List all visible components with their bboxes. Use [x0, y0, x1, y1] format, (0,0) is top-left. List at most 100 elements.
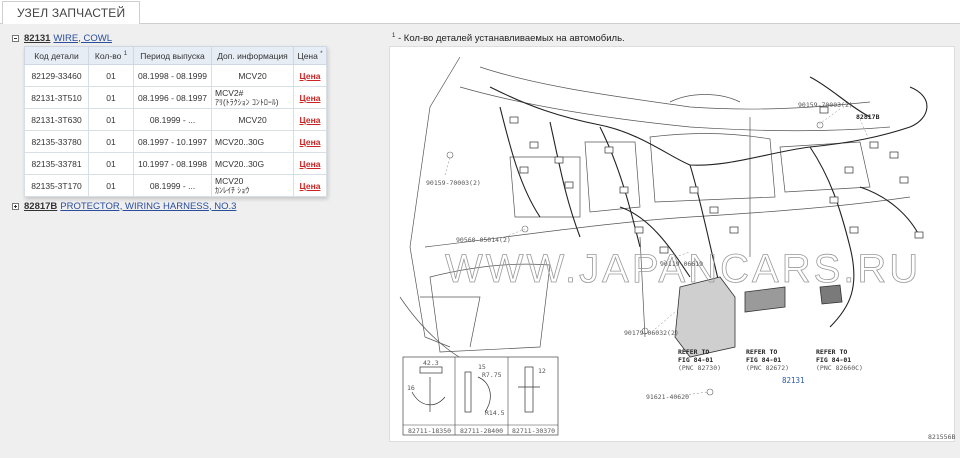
- junction-block: [674, 276, 843, 358]
- inset-dim: 15: [478, 363, 486, 371]
- part-info-note: ｶﾝﾚｲﾁ ｼｮｳ: [215, 185, 250, 195]
- part-period: 08.1997 - 10.1997: [133, 130, 212, 153]
- price-cell: Цена: [293, 152, 327, 175]
- callout-90159-70003-top[interactable]: 90159-70003(2): [798, 101, 853, 109]
- part-period: 08.1998 - 08.1999: [133, 64, 212, 87]
- part-period: 08.1999 - ...: [133, 108, 212, 131]
- part-period: 10.1997 - 08.1998: [133, 152, 212, 175]
- refer-label: REFER TO: [816, 348, 847, 356]
- col-price: Цена *: [293, 46, 327, 65]
- part-info: MCV20: [211, 64, 294, 87]
- price-link[interactable]: Цена: [299, 70, 321, 81]
- group-code[interactable]: 82817B: [24, 200, 58, 212]
- part-period: 08.1996 - 08.1997: [133, 86, 212, 109]
- part-code: 82135-3T170: [24, 174, 89, 197]
- clip-inset: 42.3 16 15 R7.75 R14.5 12 82711-18350 82…: [402, 356, 559, 436]
- col-period: Период выпуска: [133, 46, 212, 65]
- refer-label: REFER TO: [746, 348, 777, 356]
- parts-diagram[interactable]: WWW.JAPANCARS.RU 90159-70003(2) 82817B 9…: [389, 46, 955, 442]
- callout-90179-06032[interactable]: 90179-06032(2): [624, 329, 679, 337]
- refer-label: REFER TO: [678, 348, 709, 356]
- part-qty: 01: [88, 130, 134, 153]
- refer-fig: FIG 84-01: [678, 356, 713, 364]
- callout-82131[interactable]: 82131: [782, 376, 805, 385]
- wiring-harness: [489, 76, 928, 328]
- part-qty: 01: [88, 174, 134, 197]
- connector-blocks: [509, 106, 924, 254]
- figure-id: 821556B: [928, 433, 955, 441]
- price-link[interactable]: Цена: [299, 92, 321, 103]
- part-info-note: ｱﾘ(ﾄﾗｸｼｮﾝ ｺﾝﾄﾛｰﾙ): [215, 97, 279, 107]
- price-link[interactable]: Цена: [299, 180, 321, 191]
- inset-dim: R14.5: [485, 409, 505, 417]
- part-qty: 01: [88, 64, 134, 87]
- callout-90159-70003-left[interactable]: 90159-70003(2): [426, 179, 481, 187]
- part-code: 82129-33460: [24, 64, 89, 87]
- price-link[interactable]: Цена: [299, 114, 321, 125]
- price-link[interactable]: Цена: [299, 158, 321, 169]
- part-qty: 01: [88, 86, 134, 109]
- callout-82817b[interactable]: 82817B: [856, 113, 880, 121]
- watermark: WWW.JAPANCARS.RU: [445, 247, 921, 291]
- group-row-82131[interactable]: 82131 WIRE, COWL: [12, 32, 392, 44]
- part-info: MCV20..30G: [211, 130, 294, 153]
- group-name[interactable]: PROTECTOR, WIRING HARNESS, NO.3: [60, 200, 237, 212]
- table-row: 82131-3T630 01 08.1999 - ... MCV20 Цена: [24, 108, 327, 131]
- bolt-icons: [446, 121, 824, 396]
- callout-90119-06619[interactable]: 90119-06619: [660, 260, 703, 268]
- part-info: MCV20..30G: [211, 152, 294, 175]
- inset-part-label: 82711-18350: [408, 427, 451, 435]
- inset-dim: 16: [407, 384, 415, 392]
- col-part-code: Код детали: [24, 46, 89, 65]
- price-cell: Цена: [293, 174, 327, 197]
- inset-dim: 42.3: [423, 359, 439, 367]
- inset-part-label: 82711-30370: [512, 427, 555, 435]
- expand-icon[interactable]: [12, 202, 19, 210]
- inset-dim: 12: [538, 367, 546, 375]
- callout-90560-05014[interactable]: 90560-05014(2): [456, 236, 511, 244]
- parts-panel: 82131 WIRE, COWL Код детали Кол-во 1 Пер…: [12, 32, 392, 212]
- price-cell: Цена: [293, 108, 327, 131]
- price-cell: Цена: [293, 86, 327, 109]
- refer-fig: FIG 84-01: [816, 356, 851, 364]
- inset-dim: R7.75: [482, 371, 502, 379]
- part-info: MCV20: [211, 108, 294, 131]
- diagram-drawing: WWW.JAPANCARS.RU 90159-70003(2) 82817B 9…: [399, 56, 955, 441]
- refer-box-82730[interactable]: REFER TO FIG 84-01 (PNC 82730): [678, 348, 721, 372]
- refer-box-82660c[interactable]: REFER TO FIG 84-01 (PNC 82660C): [816, 348, 863, 372]
- refer-pnc: (PNC 82660C): [816, 364, 863, 372]
- price-link[interactable]: Цена: [299, 136, 321, 147]
- table-row: 82135-33781 01 10.1997 - 08.1998 MCV20..…: [24, 152, 327, 175]
- inset-part-label: 82711-28400: [460, 427, 503, 435]
- qty-footnote: 1 - Кол-во деталей устанавливаемых на ав…: [392, 33, 625, 45]
- price-cell: Цена: [293, 64, 327, 87]
- part-qty: 01: [88, 152, 134, 175]
- col-info: Доп. информация: [211, 46, 294, 65]
- part-period: 08.1999 - ...: [133, 174, 212, 197]
- refer-pnc: (PNC 82730): [678, 364, 721, 372]
- part-code: 82135-33780: [24, 130, 89, 153]
- group-name[interactable]: WIRE, COWL: [53, 32, 113, 44]
- parts-table: Код детали Кол-во 1 Период выпуска Доп. …: [24, 46, 327, 197]
- refer-box-82672[interactable]: REFER TO FIG 84-01 (PNC 82672): [746, 348, 789, 372]
- table-row: 82129-33460 01 08.1998 - 08.1999 MCV20 Ц…: [24, 64, 327, 87]
- group-code[interactable]: 82131: [24, 32, 51, 44]
- col-qty: Кол-во 1: [88, 46, 134, 65]
- part-code: 82135-33781: [24, 152, 89, 175]
- table-header-row: Код детали Кол-во 1 Период выпуска Доп. …: [24, 46, 327, 65]
- part-info: MCV2#ｱﾘ(ﾄﾗｸｼｮﾝ ｺﾝﾄﾛｰﾙ): [211, 86, 294, 109]
- tab-bar: УЗЕЛ ЗАПЧАСТЕЙ: [0, 0, 960, 25]
- group-row-82817b[interactable]: 82817B PROTECTOR, WIRING HARNESS, NO.3: [12, 200, 392, 212]
- part-code: 82131-3T510: [24, 86, 89, 109]
- tab-parts-assembly[interactable]: УЗЕЛ ЗАПЧАСТЕЙ: [2, 1, 141, 25]
- refer-fig: FIG 84-01: [746, 356, 781, 364]
- leader-lines: [444, 108, 871, 396]
- table-row: 82131-3T510 01 08.1996 - 08.1997 MCV2#ｱﾘ…: [24, 86, 327, 109]
- part-qty: 01: [88, 108, 134, 131]
- table-row: 82135-33780 01 08.1997 - 10.1997 MCV20..…: [24, 130, 327, 153]
- callout-91621-40620[interactable]: 91621-40620: [646, 393, 689, 401]
- collapse-icon[interactable]: [12, 34, 19, 42]
- refer-pnc: (PNC 82672): [746, 364, 789, 372]
